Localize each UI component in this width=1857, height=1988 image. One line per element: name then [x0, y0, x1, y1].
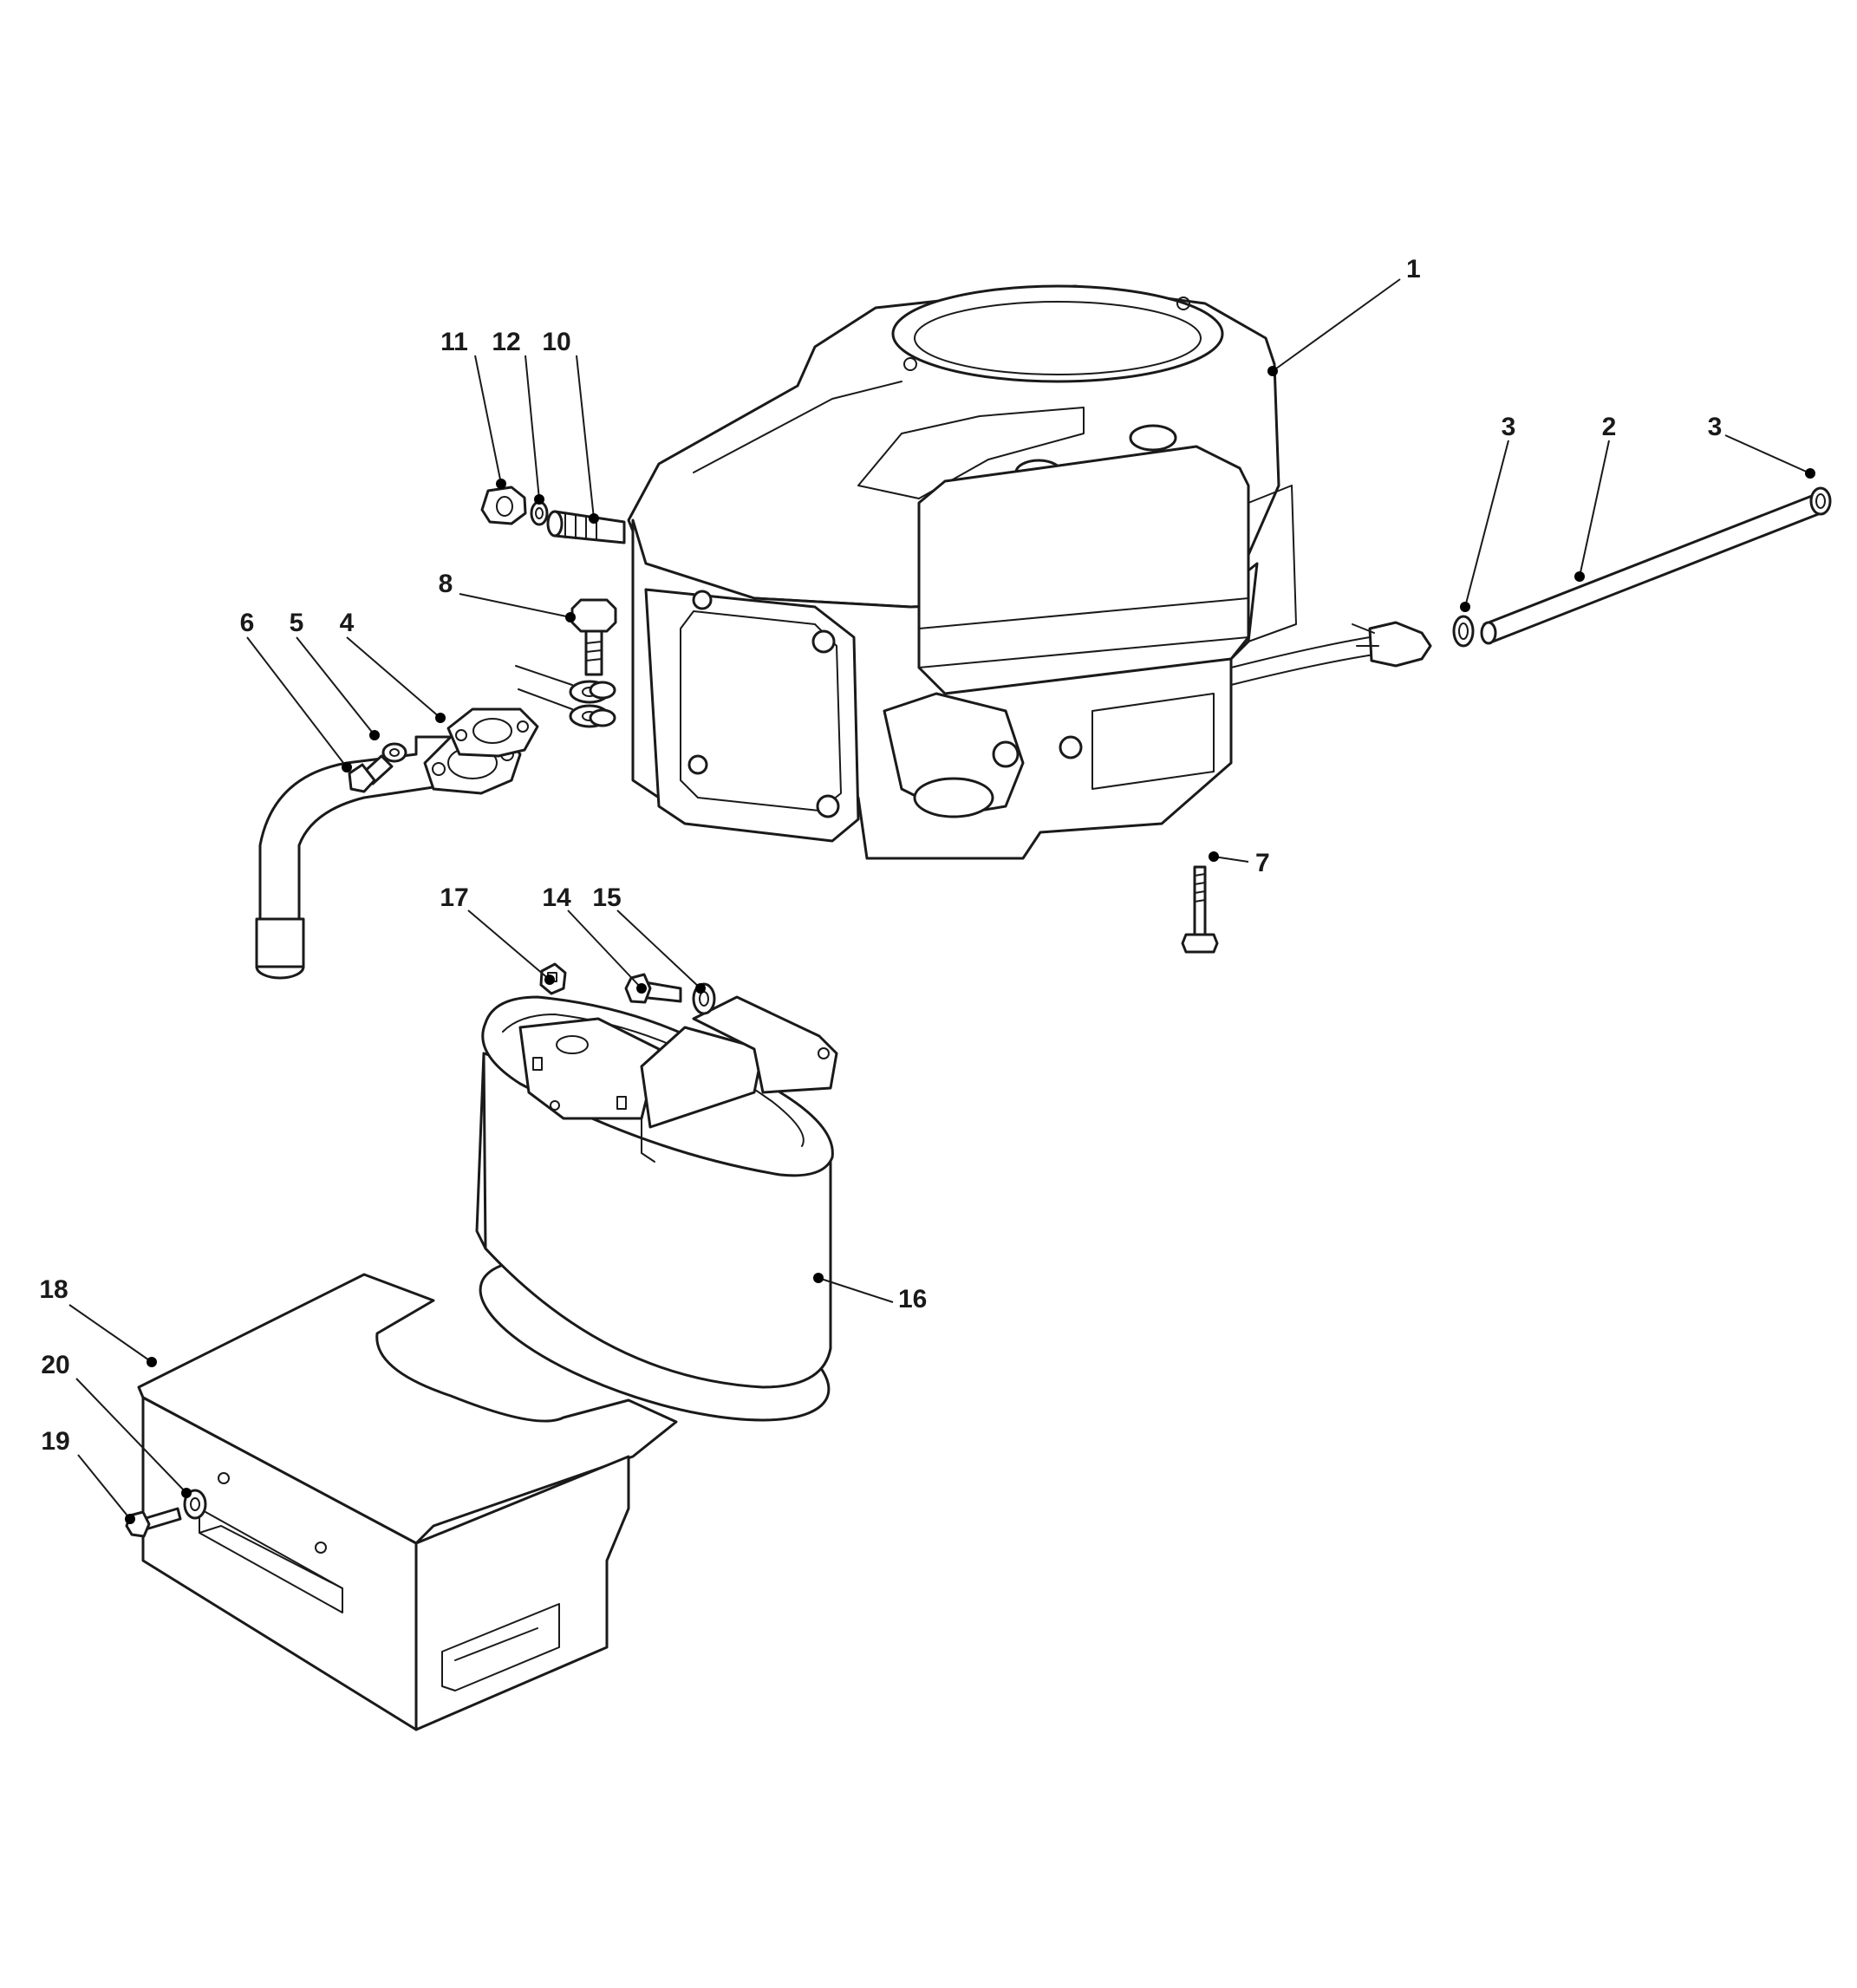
callout-label: 4	[340, 609, 355, 637]
callout-19: 19	[41, 1427, 135, 1524]
heat-shield	[137, 1273, 678, 1731]
callout-dot	[1460, 602, 1470, 612]
callout-20: 20	[41, 1351, 192, 1498]
callout-12: 12	[492, 328, 544, 505]
callout-label: 11	[440, 328, 468, 356]
callout-2: 2	[1574, 413, 1616, 582]
callout-dot	[181, 1488, 192, 1498]
callout-label: 2	[1602, 413, 1617, 441]
callout-14: 14	[542, 883, 647, 994]
muffler	[475, 995, 838, 1422]
callout-dot	[1805, 468, 1815, 479]
callout-label: 10	[542, 328, 570, 356]
hose-clamp-left	[1452, 615, 1475, 648]
callout-8: 8	[439, 570, 576, 622]
callout-11: 11	[440, 328, 506, 489]
callout-dot	[636, 983, 647, 994]
washer-12	[530, 500, 549, 526]
callout-label: 16	[898, 1285, 927, 1313]
callout-3-right: 3	[1708, 413, 1815, 479]
callout-18: 18	[39, 1275, 157, 1367]
callout-7: 7	[1209, 849, 1270, 877]
callout-label: 17	[440, 883, 468, 912]
callout-label: 14	[542, 883, 571, 912]
ground-wire-terminals	[515, 665, 616, 728]
nut-11	[480, 486, 527, 525]
callout-label: 20	[41, 1351, 69, 1379]
callout-15: 15	[592, 883, 706, 994]
callout-label: 1	[1406, 255, 1421, 284]
exhaust-stud-10	[546, 510, 626, 544]
callout-1: 1	[1267, 255, 1421, 376]
callout-dot	[496, 479, 506, 489]
callout-dot	[1267, 366, 1278, 376]
callout-dot	[813, 1273, 824, 1283]
callout-dot	[1209, 851, 1219, 862]
callout-dot	[589, 513, 599, 524]
callout-dot	[1574, 571, 1585, 582]
callout-5: 5	[290, 609, 380, 740]
washer-5	[381, 742, 407, 763]
callout-6: 6	[240, 609, 352, 772]
callout-dot	[435, 713, 446, 723]
callout-dot	[695, 983, 706, 994]
exhaust-gasket	[446, 707, 539, 758]
callout-label: 18	[39, 1275, 68, 1304]
screw-19	[125, 1507, 182, 1538]
callout-label: 15	[592, 883, 621, 912]
callout-label: 8	[439, 570, 453, 598]
callout-dot	[369, 730, 380, 740]
callout-4: 4	[340, 609, 446, 723]
callout-17: 17	[440, 883, 555, 985]
fuel-hose	[1480, 492, 1827, 645]
callout-dot	[544, 974, 555, 985]
callout-dot	[342, 762, 352, 772]
callout-label: 3	[1708, 413, 1723, 441]
callout-label: 3	[1502, 413, 1516, 441]
callout-label: 6	[240, 609, 255, 637]
bolt-8	[570, 598, 617, 676]
callout-label: 7	[1255, 849, 1270, 877]
bolt-7	[1181, 865, 1219, 954]
callout-3-left: 3	[1460, 413, 1515, 612]
callout-dot	[565, 612, 576, 622]
bolt-6	[348, 754, 394, 793]
callout-dot	[125, 1514, 135, 1524]
callout-dot	[147, 1357, 157, 1367]
callout-label: 19	[41, 1427, 69, 1456]
callout-label: 12	[492, 328, 520, 356]
callout-16: 16	[813, 1273, 927, 1313]
callout-label: 5	[290, 609, 304, 637]
hose-clamp-right	[1809, 486, 1832, 516]
engine	[627, 284, 1432, 860]
callout-dot	[534, 494, 544, 505]
washer-20	[183, 1489, 207, 1520]
callout-10: 10	[542, 328, 599, 524]
screw-14	[624, 973, 682, 1004]
